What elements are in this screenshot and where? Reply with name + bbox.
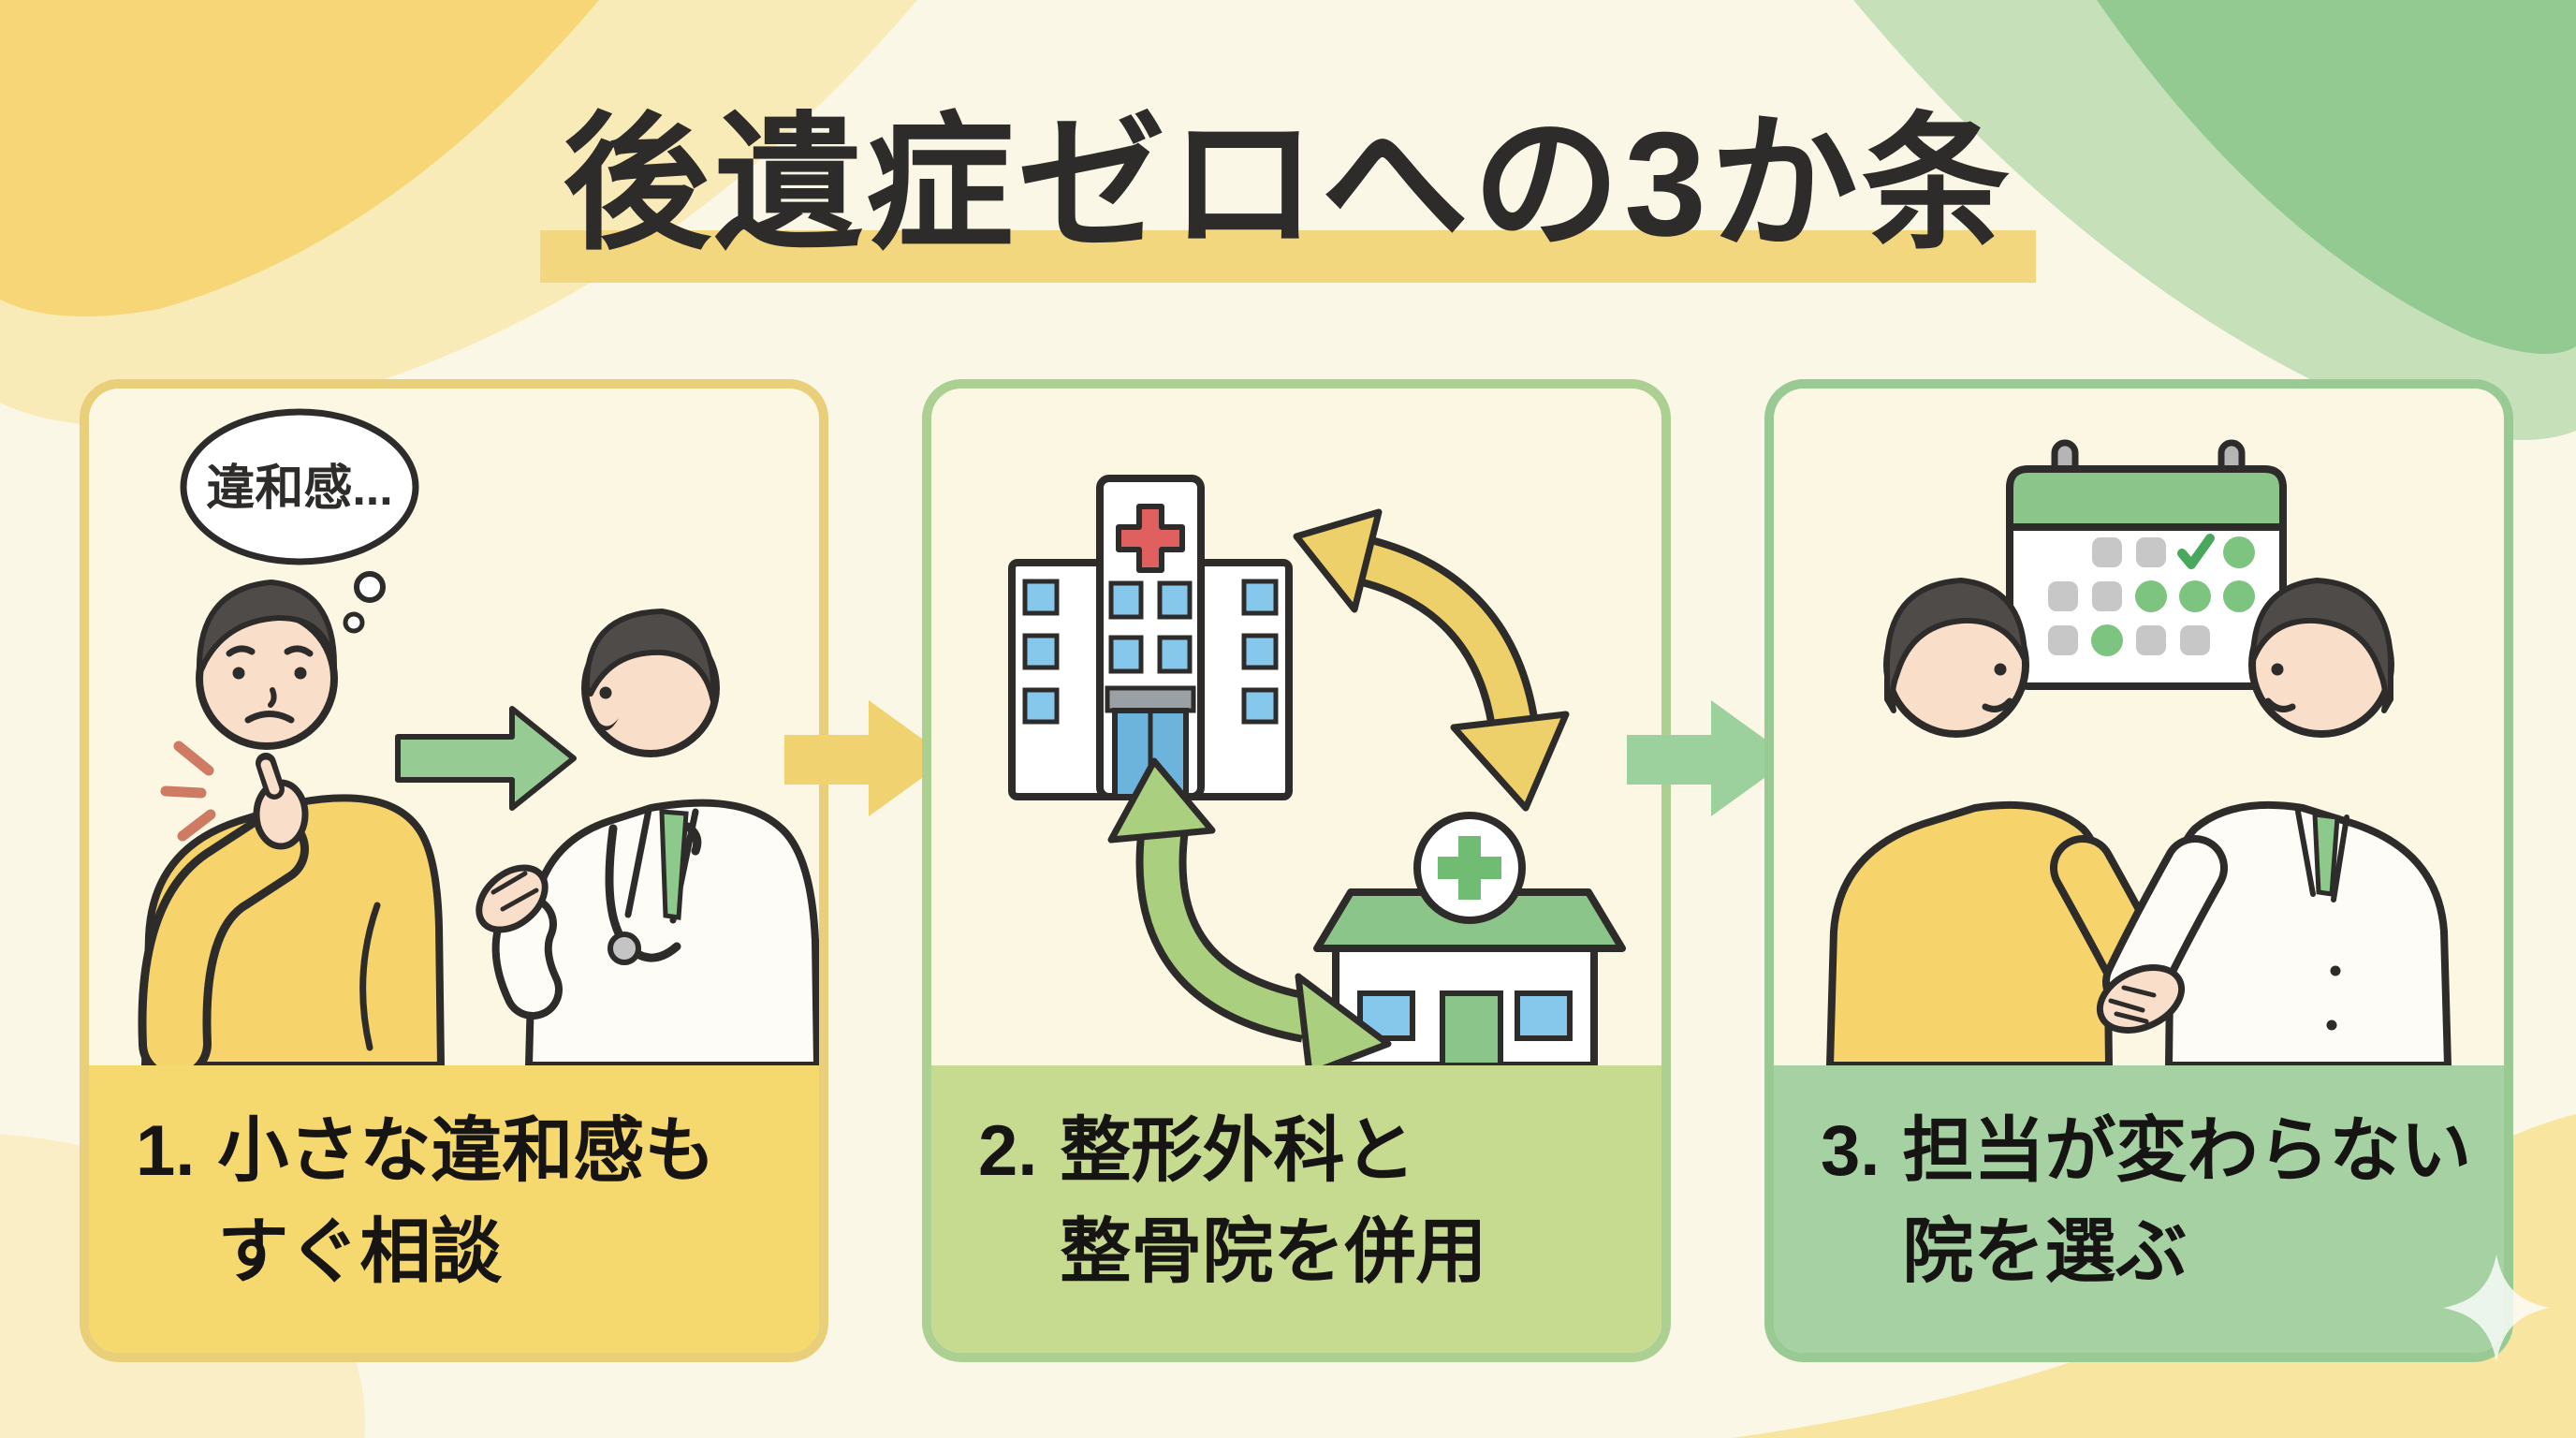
patient-figure [1826, 578, 2177, 1065]
step3-caption: 3. 担当が変わらない院を選ぶ [1774, 1065, 2504, 1353]
worried-patient-figure [138, 580, 445, 1065]
step2-caption: 2. 整形外科と整骨院を併用 [931, 1065, 1661, 1353]
step2-number: 2. [978, 1110, 1038, 1191]
referral-arrow-yellow-icon [1293, 508, 1570, 812]
step1-caption: 1. 小さな違和感もすぐ相談 [89, 1065, 819, 1353]
step1-illustration: 違和感... [89, 389, 819, 1065]
handshake-hands [2096, 964, 2186, 1034]
step1-number: 1. [136, 1110, 196, 1191]
step3-text: 担当が変わらない院を選ぶ [1902, 1110, 2472, 1292]
sparkle-icon [2443, 1255, 2550, 1361]
step2-text: 整形外科と整骨院を併用 [1060, 1110, 1487, 1292]
page-title-wrap: 後遺症ゼロへの3か条 [540, 110, 2036, 283]
pain-marks-icon [160, 741, 216, 842]
step-card-1: 違和感... [80, 379, 828, 1362]
next-step-arrow-green-icon [1627, 700, 1792, 816]
title-row: 後遺症ゼロへの3か条 [0, 110, 2576, 283]
step2-illustration [931, 389, 1661, 1065]
check-mark-icon [2177, 534, 2215, 569]
step3-number: 3. [1821, 1110, 1881, 1191]
clinic-icon [1313, 812, 1626, 1065]
doctor-figure [2102, 578, 2452, 1065]
thought-text: 違和感... [206, 462, 392, 516]
page-title: 後遺症ゼロへの3か条 [563, 102, 2013, 267]
step-card-2: 2. 整形外科と整骨院を併用 [922, 379, 1671, 1362]
referral-arrow-green-icon [1107, 757, 1392, 1065]
step1-text: 小さな違和感もすぐ相談 [217, 1110, 716, 1292]
title-highlight-bar [540, 230, 2036, 283]
hospital-icon [1008, 475, 1293, 800]
consult-arrow-icon [395, 706, 577, 811]
step-card-3: 3. 担当が変わらない院を選ぶ [1764, 379, 2513, 1362]
doctor-figure [476, 609, 819, 1065]
step3-illustration [1774, 389, 2504, 1065]
calendar-icon [2006, 439, 2287, 690]
patient-consults-doctor-illustration: 違和感... [138, 408, 819, 1065]
next-step-arrow-yellow-icon [784, 700, 949, 816]
thought-bubble-icon: 違和感... [180, 408, 419, 634]
handshake-calendar-illustration [1826, 439, 2452, 1065]
hospital-clinic-referral-illustration [1008, 475, 1626, 1065]
